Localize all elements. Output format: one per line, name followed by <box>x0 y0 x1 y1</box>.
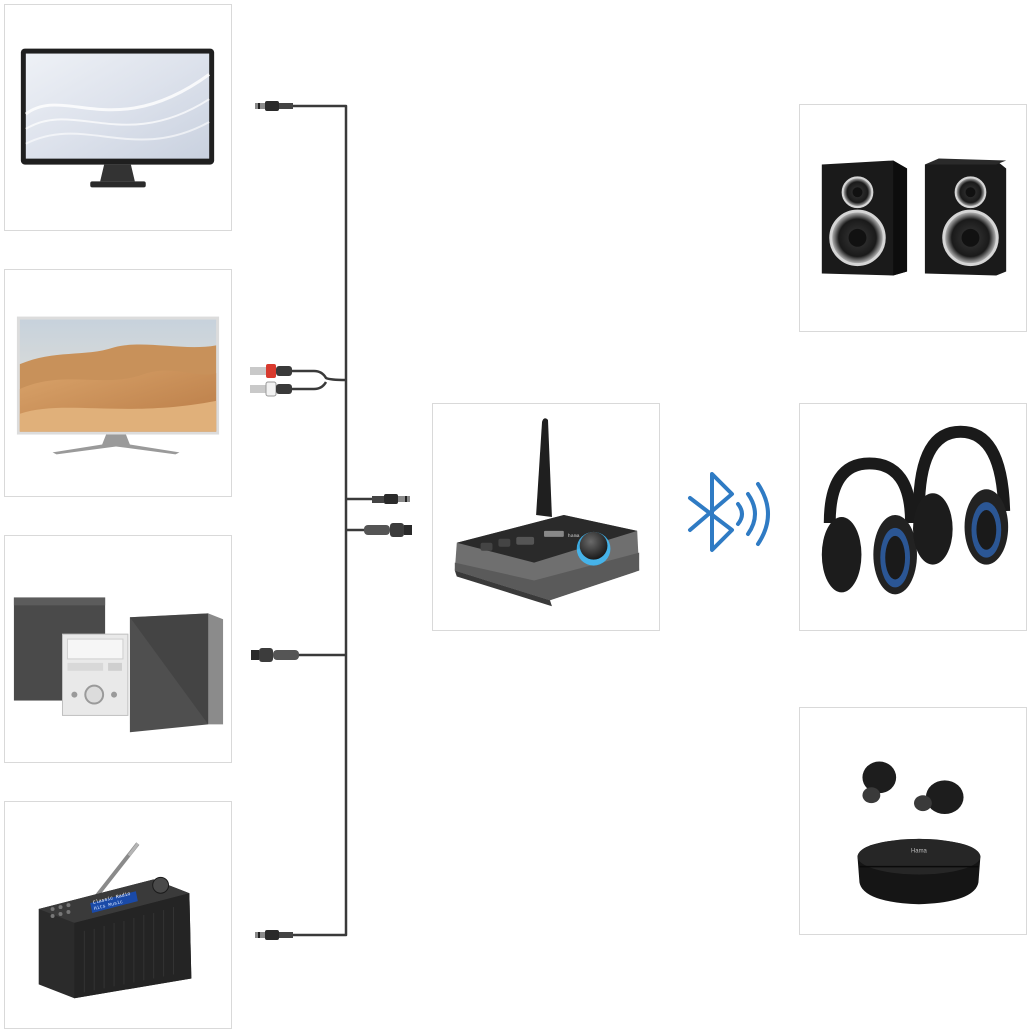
jack-plug-radio <box>255 930 293 940</box>
output-tile-earbuds: Hama <box>799 707 1027 935</box>
source-tile-monitor <box>4 4 232 231</box>
hub-tile-transmitter: hama <box>432 403 660 631</box>
bluetooth-transmitter-icon: hama <box>454 418 640 607</box>
rca-plug-white <box>250 381 292 397</box>
earbuds-icon: Hama <box>857 761 981 905</box>
jack-plug-hub <box>372 494 410 504</box>
output-tile-speakers <box>799 104 1027 332</box>
stereo-system-icon <box>13 597 224 733</box>
monitor-icon <box>20 48 215 188</box>
rca-plug-red <box>250 364 292 378</box>
hub-logo-text: hama <box>568 533 580 539</box>
source-tile-radio: Classic Radio Hits Music <box>4 801 232 1029</box>
output-tile-headphones <box>799 403 1027 631</box>
bluetooth-signal-icon <box>688 472 770 552</box>
earbuds-case-logo: Hama <box>911 849 928 855</box>
tv-icon <box>16 316 220 455</box>
cable-tv-white <box>290 381 328 391</box>
cable-monitor <box>292 104 348 937</box>
digital-radio-icon: Classic Radio Hits Music <box>38 842 192 999</box>
jack-plug-monitor <box>255 101 293 111</box>
optical-plug-stereo <box>251 648 299 662</box>
optical-plug-hub <box>364 523 412 537</box>
headphones-icon <box>821 425 1011 595</box>
speakers-icon <box>821 158 1007 276</box>
source-tile-tv <box>4 269 232 497</box>
cable-tv-red <box>290 369 347 382</box>
source-tile-stereo <box>4 535 232 763</box>
